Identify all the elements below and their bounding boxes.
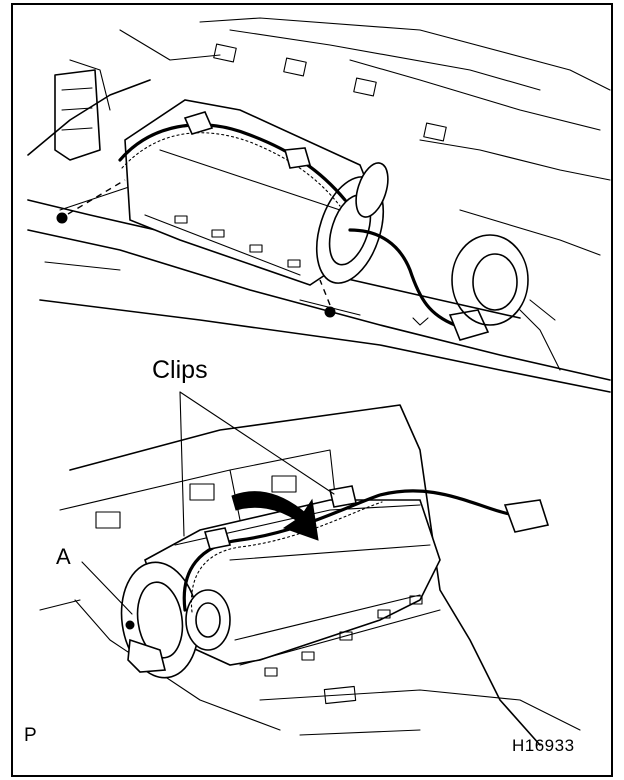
figure-code-label: H16933 xyxy=(512,736,575,755)
top-view-illustration xyxy=(27,17,611,393)
corner-mark-label: P xyxy=(24,725,37,746)
part-a-label: A xyxy=(56,544,71,569)
clips-label: Clips xyxy=(152,356,208,384)
leader-lines xyxy=(81,391,335,615)
bottom-view-illustration xyxy=(39,404,581,746)
diagram-frame xyxy=(11,3,613,777)
direction-arrow-icon xyxy=(231,491,319,541)
